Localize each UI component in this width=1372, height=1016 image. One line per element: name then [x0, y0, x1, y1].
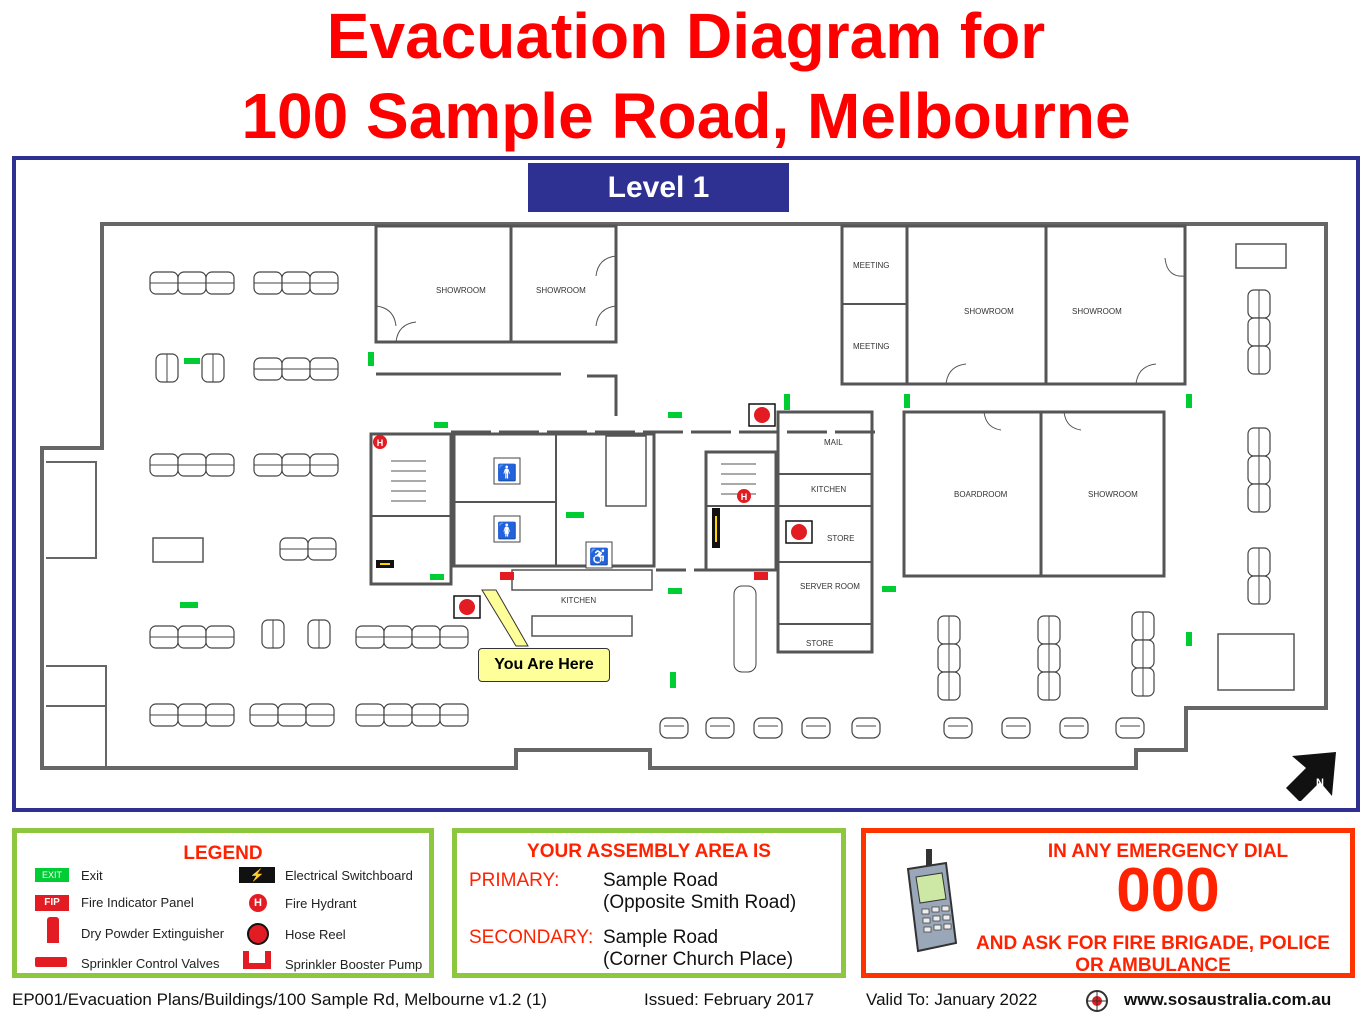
footer-issued: Issued: February 2017 [644, 990, 815, 1009]
secondary-line2: (Corner Church Place) [603, 949, 794, 970]
core-stairs-west [369, 432, 453, 586]
sprinkler-valve-icon [35, 957, 67, 967]
exit-sign-icon: EXIT [35, 868, 69, 882]
room-label-boardroom: BOARDROOM [954, 490, 1008, 499]
room-label-meeting: MEETING [853, 342, 889, 351]
svg-text:N: N [1316, 777, 1324, 789]
showroom-top-left: SHOWROOM SHOWROOM [374, 224, 618, 344]
floor-plan: SHOWROOM SHOWROOM MEETING MEETING SHOWRO… [40, 222, 1340, 801]
room-label-store: STORE [806, 639, 833, 648]
legend-item-label: Exit [81, 868, 103, 883]
room-label-kitchen: KITCHEN [811, 485, 846, 494]
switchboard-icon: ⚡ [239, 867, 275, 883]
building-outline [40, 222, 1328, 770]
secondary-line1: Sample Road [603, 927, 719, 948]
room-label-mail: MAIL [824, 438, 843, 447]
sos-logo-icon [1086, 990, 1108, 1012]
room-label-showroom: SHOWROOM [1072, 307, 1122, 316]
kitchen-core: KITCHEN [511, 569, 653, 637]
emergency-ask-line2: OR AMBULANCE [1075, 955, 1231, 976]
svg-text:🚹: 🚹 [497, 463, 517, 482]
emergency-number: 000 [1116, 856, 1220, 925]
primary-line2: (Opposite Smith Road) [603, 892, 797, 913]
legend-title: LEGEND [183, 843, 263, 864]
showroom-top-right: SHOWROOM SHOWROOM [905, 224, 1187, 386]
legend-item-label: Sprinkler Booster Pump [285, 957, 423, 972]
svg-text:🚺: 🚺 [497, 521, 517, 540]
primary-label: PRIMARY: [469, 870, 560, 891]
assembly-area-box: YOUR ASSEMBLY AREA IS PRIMARY: Sample Ro… [452, 828, 846, 978]
hose-reel-icon [247, 923, 269, 945]
meeting-rooms: MEETING MEETING [840, 224, 909, 386]
fip-panel-icon: FIP [35, 895, 69, 911]
room-label-store: STORE [827, 534, 854, 543]
legend-item-label: Dry Powder Extinguisher [81, 926, 225, 941]
emergency-instructions: AND ASK FOR FIRE BRIGADE, POLICE OR AMBU… [956, 933, 1350, 977]
svg-text:H: H [741, 492, 748, 502]
room-label-showroom: SHOWROOM [436, 286, 486, 295]
emergency-ask-line1: AND ASK FOR FIRE BRIGADE, POLICE [976, 933, 1330, 954]
compass-icon: N [1286, 748, 1340, 801]
svg-text:♿: ♿ [589, 547, 609, 566]
room-label-showroom: SHOWROOM [1088, 490, 1138, 499]
fire-hydrant-icon: H [249, 894, 267, 912]
legend-item-label: Fire Indicator Panel [81, 895, 194, 910]
emergency-title: IN ANY EMERGENCY DIAL [1047, 841, 1289, 862]
primary-line1: Sample Road [603, 870, 719, 891]
legend-box: LEGEND EXIT Exit FIP Fire Indicator Pane… [12, 828, 434, 978]
toilets-core: 🚹 🚺 ♿ [452, 432, 656, 569]
footer-doc-ref: EP001/Evacuation Plans/Buildings/100 Sam… [12, 990, 547, 1009]
assembly-title: YOUR ASSEMBLY AREA IS [527, 841, 771, 862]
booster-pump-icon [243, 951, 271, 969]
level-label: Level 1 [528, 163, 789, 212]
core-stairs-east [704, 450, 778, 572]
page-title-line2: 100 Sample Road, Melbourne [241, 80, 1131, 152]
extinguisher-icon [47, 917, 59, 943]
emergency-box: IN ANY EMERGENCY DIAL 000 AND ASK FOR FI… [861, 828, 1355, 978]
exit-signs [180, 352, 1192, 688]
room-label-showroom: SHOWROOM [964, 307, 1014, 316]
room-label-showroom: SHOWROOM [536, 286, 586, 295]
fire-equipment: H H [373, 403, 813, 619]
footer-valid: Valid To: January 2022 [866, 990, 1038, 1009]
workstations [149, 271, 1271, 739]
footer-website-link[interactable]: www.sosaustralia.com.au [1124, 990, 1332, 1009]
svg-text:H: H [377, 438, 384, 448]
page-title-line1: Evacuation Diagram for [326, 0, 1046, 72]
you-are-here-callout: You Are Here [478, 648, 610, 682]
floor-plan-frame [12, 156, 1360, 812]
mobile-phone-icon [906, 849, 958, 953]
boardroom-block: BOARDROOM SHOWROOM [902, 410, 1166, 578]
room-label-kitchen: KITCHEN [561, 596, 596, 605]
legend-item-label: Fire Hydrant [285, 896, 357, 911]
legend-item-label: Hose Reel [285, 927, 346, 942]
room-label-server-room: SERVER ROOM [800, 582, 860, 591]
room-label-meeting: MEETING [853, 261, 889, 270]
secondary-label: SECONDARY: [469, 927, 594, 948]
legend-item-label: Sprinkler Control Valves [81, 956, 220, 971]
service-rooms-east: MAIL KITCHEN STORE SERVER ROOM STORE [776, 410, 874, 654]
legend-item-label: Electrical Switchboard [285, 868, 413, 883]
